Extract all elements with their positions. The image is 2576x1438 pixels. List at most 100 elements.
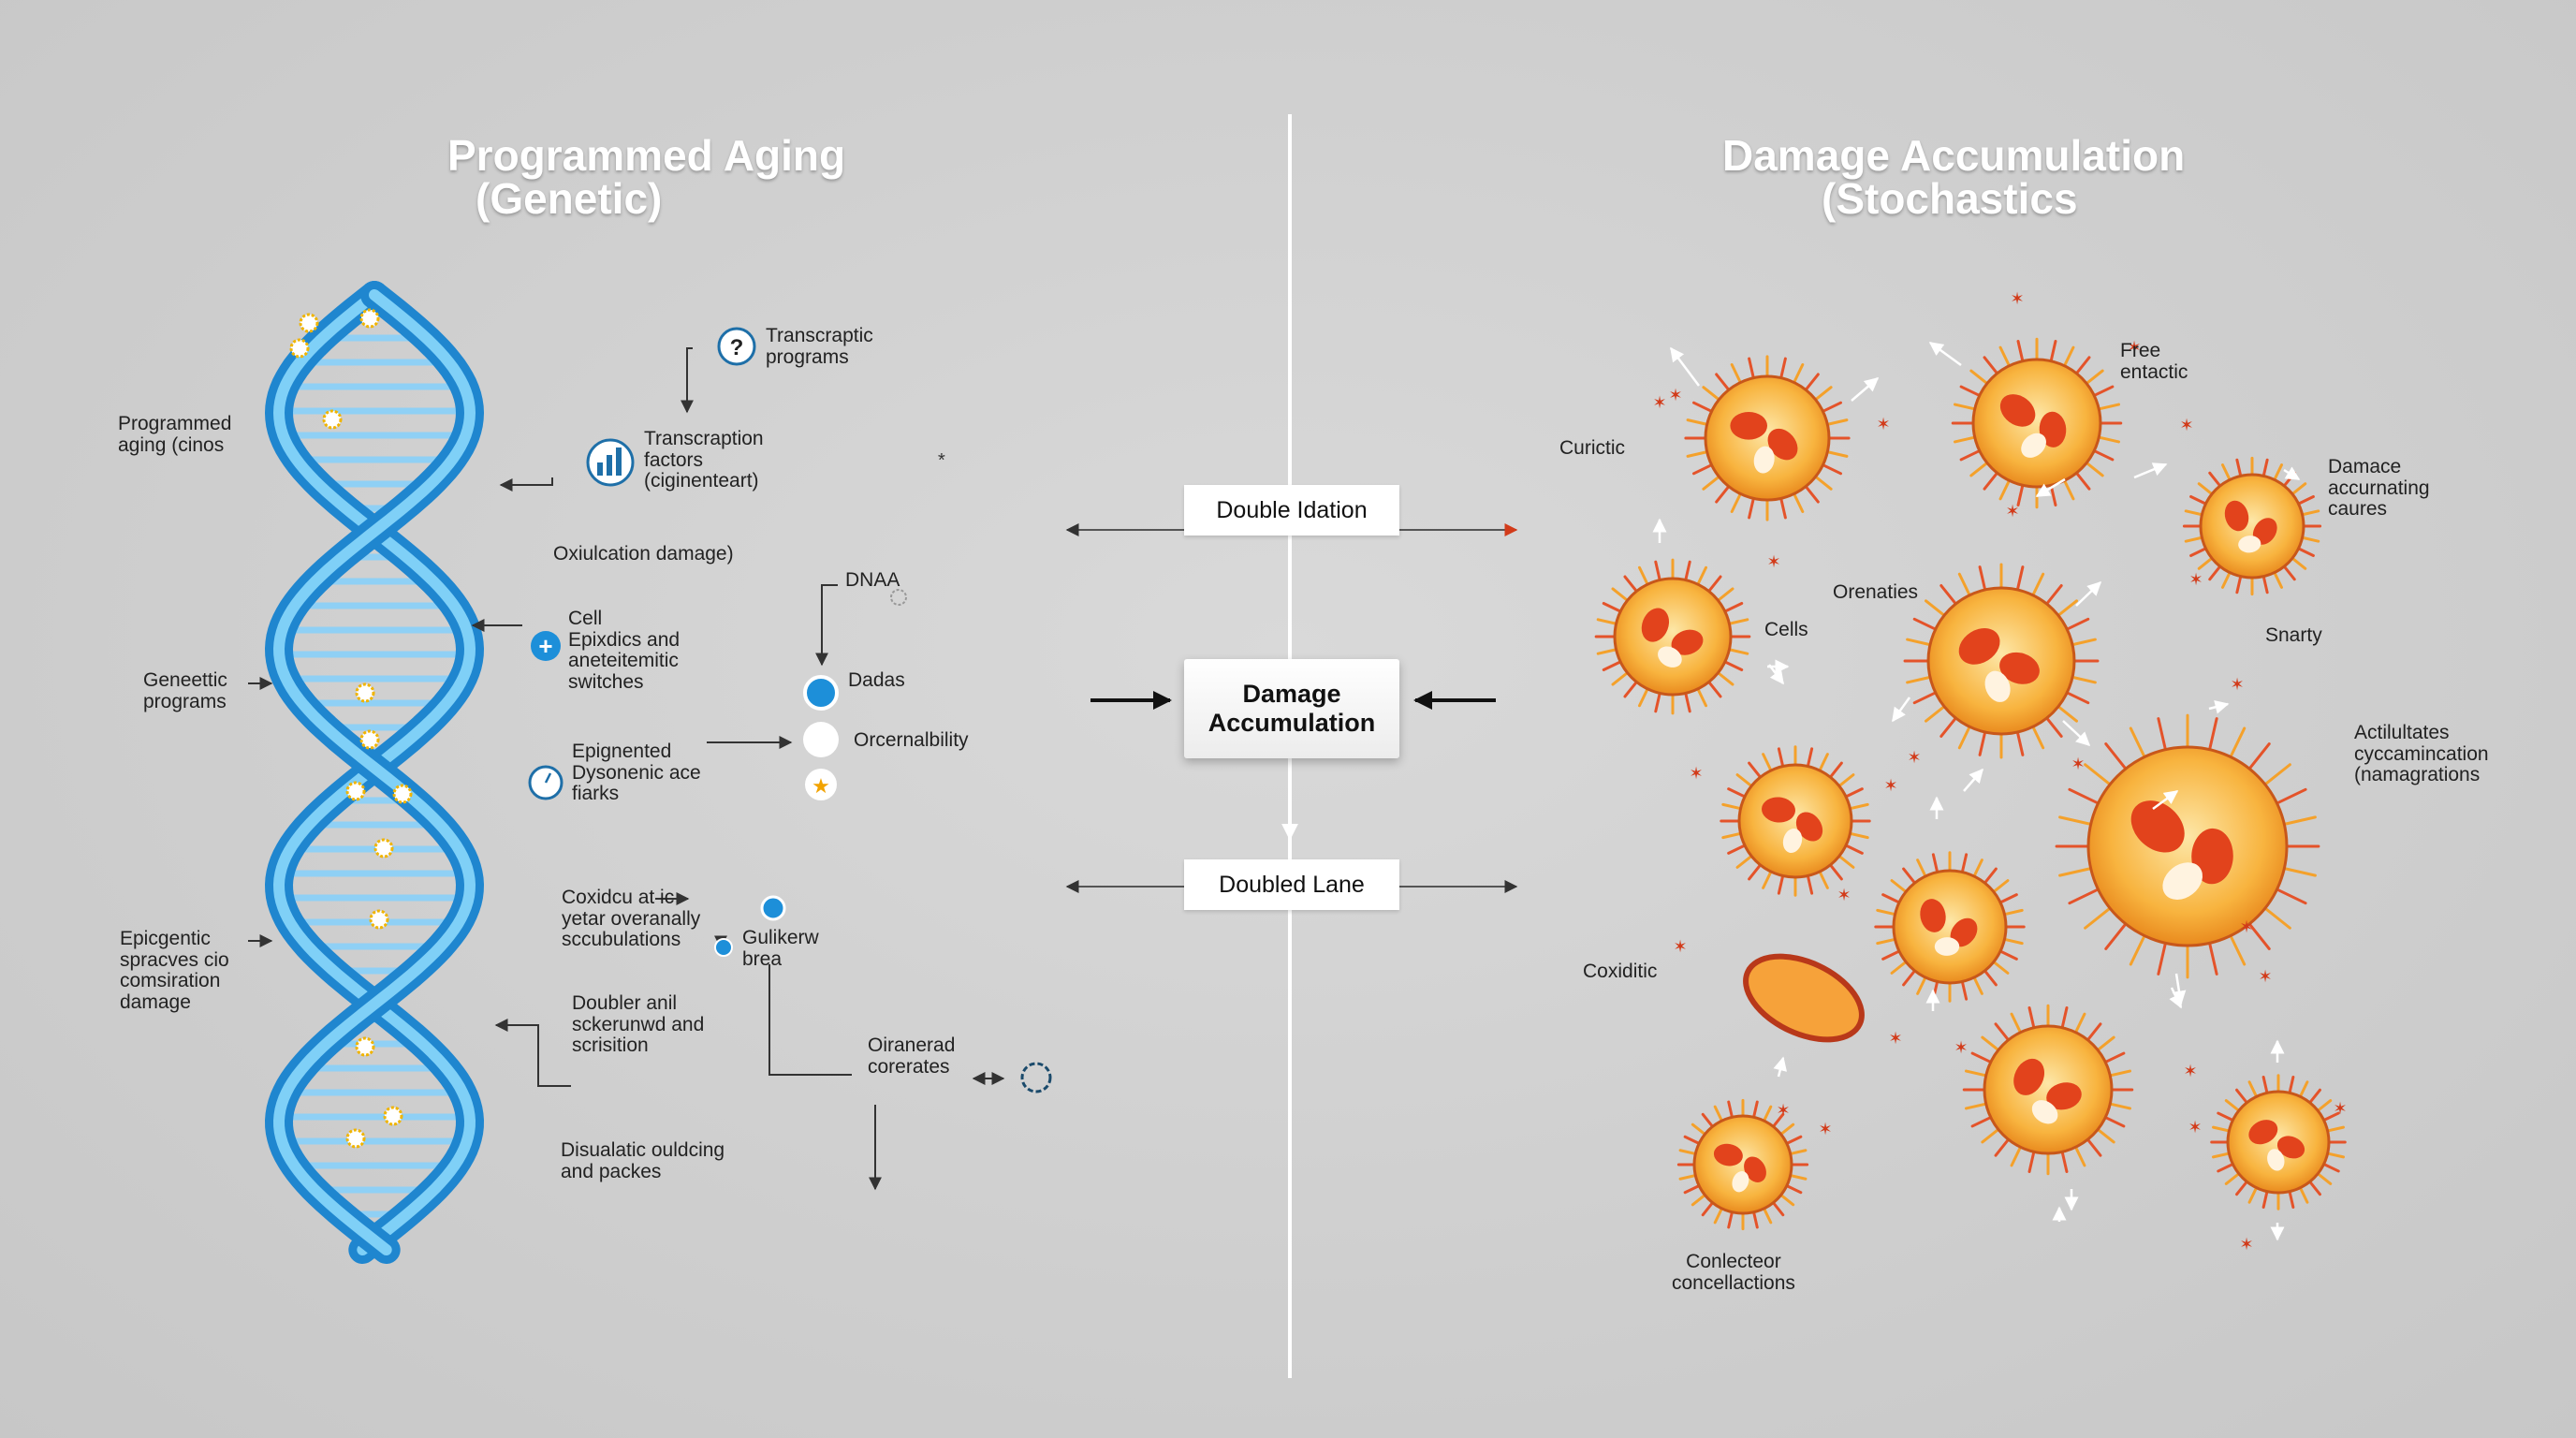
- scatter-arrow: [1670, 346, 1700, 387]
- spark-icon: ✶: [1876, 415, 1890, 433]
- svg-text:★: ★: [812, 774, 830, 798]
- scatter-arrow: [2152, 789, 2179, 811]
- label-epixdics: Cell Epixdics and aneteitemitic switches: [568, 608, 681, 694]
- label-damace: Damace accurnating caures: [2328, 456, 2430, 521]
- label-actilultates: Actilultates cyccamincation (namagration…: [2354, 722, 2489, 786]
- helix-marker-icon: [345, 781, 366, 801]
- oval-cell: [1743, 953, 1865, 1043]
- small-blue-icon: [714, 938, 733, 957]
- damaged-cell: [1903, 563, 2100, 759]
- label-gulikerw: Gulikerw brea: [742, 927, 819, 970]
- asterisk-mark: *: [938, 450, 945, 471]
- spark-icon: ✶: [1766, 552, 1780, 571]
- label-conlecteor: Conlecteor concellactions: [1672, 1251, 1795, 1294]
- helix-marker-icon: [369, 909, 389, 930]
- spark-icon: ✶: [2188, 1118, 2202, 1137]
- connector-doubler: [494, 1019, 571, 1087]
- spark-icon: ✶: [1954, 1038, 1968, 1057]
- left-title-line1: Programmed Aging: [447, 131, 846, 180]
- helix-marker-icon: [289, 338, 310, 359]
- spark-icon: ✶: [1652, 393, 1666, 412]
- damaged-cell: [1951, 337, 2123, 509]
- label-free-entactic: Free entactic: [2120, 340, 2188, 383]
- spark-icon: ✶: [2188, 570, 2203, 589]
- scatter-arrow: [1891, 697, 1911, 723]
- label-disualatic: Disualatic ouldcing and packes: [561, 1139, 725, 1182]
- label-oxidation: Oxiulcation damage): [553, 543, 734, 565]
- left-title: Programmed Aging (Genetic): [447, 134, 845, 220]
- helix-marker-icon: [355, 1036, 375, 1057]
- spark-icon: ✶: [2239, 1235, 2253, 1254]
- spark-icon: ✶: [2010, 289, 2024, 308]
- helix-marker-icon: [345, 1128, 366, 1149]
- dna-helix: [264, 281, 485, 1264]
- spark-icon: ✶: [2183, 1062, 2197, 1080]
- plus-icon: +: [531, 631, 561, 661]
- label-snarty: Snarty: [2265, 624, 2322, 646]
- scatter-arrow: [2075, 580, 2102, 607]
- helix-label-genetic: Geneettic programs: [143, 669, 227, 712]
- scatter-arrow: [1773, 1056, 1788, 1078]
- scatter-arrow: [2283, 466, 2301, 481]
- label-orenaties: Orenaties: [1833, 581, 1919, 603]
- damaged-cell: [2182, 456, 2322, 596]
- damaged-cell: [1962, 1004, 2134, 1176]
- label-dadas: Dadas: [848, 669, 905, 691]
- label-coxiditic: Coxiditic: [1583, 961, 1658, 982]
- swirl-icon: [1020, 1062, 1052, 1093]
- scatter-arrow: [1928, 341, 1962, 367]
- label-curictic: Curictic: [1559, 437, 1626, 459]
- label-oiranerad: Oiranerad corerates: [868, 1034, 956, 1078]
- damaged-cell: [1684, 355, 1851, 521]
- spark-icon: ✶: [2127, 338, 2141, 357]
- spark-icon: ✶: [1668, 386, 1682, 404]
- spark-icon: ✶: [1818, 1120, 1832, 1138]
- spark-icon: ✶: [2179, 416, 2193, 434]
- damaged-cell: [1594, 558, 1751, 715]
- box-damage-accumulation: Damage Accumulation: [1184, 659, 1399, 758]
- label-dnaa: DNAA: [845, 569, 900, 591]
- label-cells: Cells: [1764, 619, 1808, 640]
- cell-blue-icon: [760, 895, 786, 921]
- star-icon: ★: [805, 769, 837, 800]
- scatter-arrow: [1963, 768, 1983, 792]
- spark-icon: ✶: [2005, 502, 2019, 521]
- helix-strand-front-highlight: [272, 289, 476, 1255]
- helix-marker-icon: [392, 784, 413, 804]
- label-doubler: Doubler anil sckerunwd and scrisition: [572, 992, 705, 1057]
- spark-icon: ✶: [2230, 675, 2244, 694]
- connector-oiranerad: [768, 964, 852, 1076]
- label-transcraptic: Transcraptic programs: [766, 325, 873, 368]
- damaged-cell: [2210, 1074, 2347, 1211]
- scatter-arrow: [2172, 973, 2187, 1005]
- helix-marker-icon: [322, 409, 343, 430]
- question-icon: ?: [717, 327, 756, 366]
- box-doubled-lane: Doubled Lane: [1184, 859, 1399, 910]
- scatter-arrow: [2035, 477, 2066, 498]
- right-title-line2: (Stochastics: [1822, 174, 2078, 223]
- spark-icon: ✶: [2239, 917, 2253, 936]
- spark-icon: ✶: [1883, 776, 1897, 795]
- label-coxidcu: Coxidcu at ic yetar overanally sccubulat…: [562, 887, 701, 951]
- spark-icon: ✶: [1776, 1101, 1790, 1120]
- clock-icon: [528, 765, 564, 800]
- spark-icon: ✶: [1907, 748, 1921, 767]
- label-transcraption-factors: Transcraption factors (ciginenteart): [644, 428, 764, 492]
- scatter-arrow: [2208, 699, 2230, 714]
- right-title-line1: Damage Accumulation: [1722, 131, 2186, 180]
- spark-icon: ✶: [1888, 1029, 1902, 1048]
- helix-marker-icon: [359, 729, 380, 750]
- helix-marker-icon: [359, 308, 380, 329]
- helix-marker-icon: [373, 838, 394, 858]
- scatter-arrow: [1768, 664, 1784, 685]
- helix-label-epigenetic: Epicgentic spracves cio comsiration dama…: [120, 928, 229, 1014]
- scatter-arrow: [2133, 462, 2168, 479]
- blue-dot-icon: [803, 675, 839, 711]
- label-orcernalbility: Orcernalbility: [854, 729, 969, 751]
- white-circle-icon: [803, 722, 839, 757]
- box-double-idation: Double Idation: [1184, 485, 1399, 536]
- connector-dnaa: [815, 584, 838, 667]
- spark-icon: ✶: [1689, 764, 1703, 783]
- right-title: Damage Accumulation (Stochastics: [1722, 134, 2185, 220]
